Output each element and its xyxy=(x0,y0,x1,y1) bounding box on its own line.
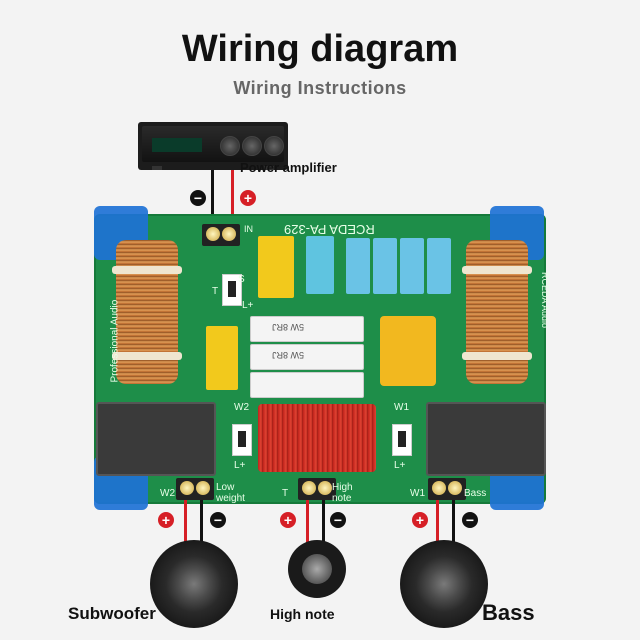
red-coil xyxy=(258,404,376,472)
resistor xyxy=(250,344,364,370)
resistor xyxy=(250,316,364,342)
high-note-label: High note xyxy=(270,606,335,622)
label-w2: W2 xyxy=(234,402,249,413)
resistor xyxy=(250,372,364,398)
subwoofer-label: Subwoofer xyxy=(68,604,156,623)
blue-capacitor xyxy=(306,236,334,294)
transformer-right xyxy=(426,402,546,476)
amp-plus-sign: + xyxy=(240,190,256,206)
amp-positive-wire xyxy=(231,170,234,226)
label-t: T xyxy=(282,488,289,499)
bass-speaker xyxy=(400,540,488,628)
label-l: L+ xyxy=(394,460,406,471)
subwoofer-terminal xyxy=(176,478,214,500)
board-side-right: RCEDA Audio xyxy=(540,272,550,329)
bass-minus-sign: − xyxy=(462,512,478,528)
label-bass: Bass xyxy=(464,488,487,499)
label-w2: W2 xyxy=(160,488,175,499)
resistor-label: 5W 8RJ xyxy=(272,350,305,360)
amp-display xyxy=(152,138,202,152)
label-s: S xyxy=(238,274,245,285)
subwoofer-minus-sign: − xyxy=(210,512,226,528)
bass-positive-wire xyxy=(436,500,439,548)
amp-knob xyxy=(264,136,284,156)
large-yellow-capacitor xyxy=(380,316,436,386)
bass-terminal xyxy=(428,478,466,500)
amp-negative-wire xyxy=(211,170,214,226)
power-amplifier xyxy=(138,122,288,170)
input-terminal xyxy=(202,224,240,246)
diagram-title: Wiring diagram xyxy=(181,28,459,70)
subwoofer-speaker xyxy=(150,540,238,628)
board-side-left: Professional Audio xyxy=(109,299,121,383)
bass-label: Bass xyxy=(482,600,535,625)
label-l: L+ xyxy=(242,300,254,311)
label-w1: W1 xyxy=(394,402,409,413)
high-positive-wire xyxy=(306,500,309,544)
bass-plus-sign: + xyxy=(412,512,428,528)
label-t: T xyxy=(212,286,219,297)
board-label-in: IN xyxy=(244,224,253,234)
subwoofer-plus-sign: + xyxy=(158,512,174,528)
bass-negative-wire xyxy=(452,500,455,548)
transformer-left xyxy=(96,402,216,476)
label-high-note: High note xyxy=(332,482,353,504)
copper-coil-left xyxy=(112,240,182,384)
resistor-label: 5W 8RJ xyxy=(272,322,305,332)
yellow-capacitor xyxy=(206,326,238,390)
label-w1: W1 xyxy=(410,488,425,499)
switch-top xyxy=(222,274,242,306)
amp-minus-sign: − xyxy=(190,190,206,206)
label-low-weight: Low weight xyxy=(216,482,245,504)
blue-capacitor xyxy=(427,238,451,294)
blue-capacitor xyxy=(373,238,397,294)
high-negative-wire xyxy=(322,500,325,544)
blue-capacitor xyxy=(400,238,424,294)
board-model: RCEDA PA-329 xyxy=(284,222,375,237)
high-note-terminal xyxy=(298,478,336,500)
amp-label: Power amplifier xyxy=(240,160,337,175)
amp-knob xyxy=(220,136,240,156)
blue-capacitor xyxy=(346,238,370,294)
diagram-subtitle: Wiring Instructions xyxy=(233,78,407,98)
copper-coil-right xyxy=(462,240,532,384)
subwoofer-positive-wire xyxy=(184,500,187,548)
switch-w2 xyxy=(232,424,252,456)
switch-w1 xyxy=(392,424,412,456)
high-note-speaker xyxy=(288,540,346,598)
high-minus-sign: − xyxy=(330,512,346,528)
subwoofer-negative-wire xyxy=(200,500,203,548)
label-l: L+ xyxy=(234,460,246,471)
yellow-capacitor xyxy=(258,236,294,298)
amp-knob xyxy=(242,136,262,156)
high-plus-sign: + xyxy=(280,512,296,528)
